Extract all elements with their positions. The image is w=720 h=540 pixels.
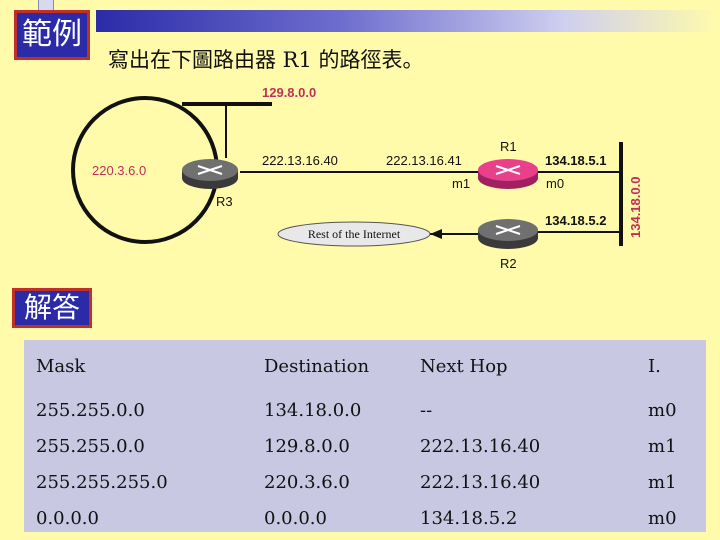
network-220-label: 220.3.6.0 bbox=[92, 163, 146, 178]
table-row: 0.0.0.0 0.0.0.0 134.18.5.2 m0 bbox=[24, 500, 706, 536]
cell-interface: m0 bbox=[648, 507, 677, 529]
cell-destination: 220.3.6.0 bbox=[264, 471, 350, 493]
r1-interface-m1: m1 bbox=[452, 176, 470, 191]
router-r2-icon bbox=[478, 219, 538, 249]
network-134-label: 134.18.0.0 bbox=[628, 177, 643, 238]
router-r3-name: R3 bbox=[216, 194, 233, 209]
r3-interface-ip: 222.13.16.40 bbox=[262, 153, 338, 168]
network-129-label: 129.8.0.0 bbox=[262, 85, 316, 100]
cell-next-hop: 222.13.16.40 bbox=[420, 471, 541, 493]
table-row: 255.255.0.0 129.8.0.0 222.13.16.40 m1 bbox=[24, 428, 706, 464]
r2-ip: 134.18.5.2 bbox=[545, 213, 606, 228]
header-interface: I. bbox=[648, 355, 661, 377]
cell-destination: 134.18.0.0 bbox=[264, 399, 362, 421]
answer-label: 解答 bbox=[12, 288, 92, 328]
cell-interface: m0 bbox=[648, 399, 677, 421]
header-destination: Destination bbox=[264, 355, 370, 377]
table-row: 255.255.0.0 134.18.0.0 -- m0 bbox=[24, 392, 706, 428]
router-r1-name: R1 bbox=[500, 139, 517, 154]
cell-destination: 0.0.0.0 bbox=[264, 507, 327, 529]
cell-next-hop: 222.13.16.40 bbox=[420, 435, 541, 457]
cell-destination: 129.8.0.0 bbox=[264, 435, 350, 457]
table-row: 255.255.255.0 220.3.6.0 222.13.16.40 m1 bbox=[24, 464, 706, 500]
r1-interface-m0: m0 bbox=[546, 176, 564, 191]
slide-subtitle: 寫出在下圖路由器 R1 的路徑表。 bbox=[108, 48, 424, 72]
header-next-hop: Next Hop bbox=[420, 355, 508, 377]
cell-next-hop: -- bbox=[420, 399, 433, 421]
routing-table: Mask Destination Next Hop I. 255.255.0.0… bbox=[24, 340, 706, 532]
r1-left-ip: 222.13.16.41 bbox=[386, 153, 462, 168]
cell-next-hop: 134.18.5.2 bbox=[420, 507, 518, 529]
router-r2-name: R2 bbox=[500, 256, 517, 271]
slide-title: 範例 bbox=[14, 10, 90, 60]
internet-cloud-icon bbox=[277, 221, 431, 247]
cell-mask: 255.255.0.0 bbox=[36, 399, 145, 421]
cell-interface: m1 bbox=[648, 471, 677, 493]
router-r3-icon bbox=[182, 159, 238, 189]
cell-interface: m1 bbox=[648, 435, 677, 457]
title-bar-gradient bbox=[96, 10, 720, 32]
table-header-row: Mask Destination Next Hop I. bbox=[24, 340, 706, 392]
internet-label: Rest of the Internet bbox=[308, 227, 401, 241]
r1-right-ip: 134.18.5.1 bbox=[545, 153, 606, 168]
header-mask: Mask bbox=[36, 355, 86, 377]
network-diagram: 129.8.0.0 220.3.6.0 134.18.0.0 R3 222.13… bbox=[71, 85, 643, 271]
cell-mask: 255.255.255.0 bbox=[36, 471, 168, 493]
cell-mask: 0.0.0.0 bbox=[36, 507, 99, 529]
arrow-to-internet-icon bbox=[430, 229, 442, 239]
router-r1-icon bbox=[478, 159, 538, 189]
cell-mask: 255.255.0.0 bbox=[36, 435, 145, 457]
